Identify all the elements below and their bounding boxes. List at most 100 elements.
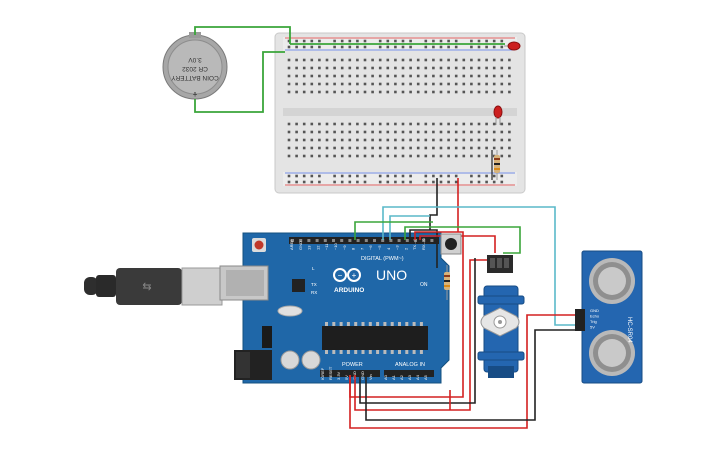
bb-hole[interactable]: [454, 146, 458, 150]
bb-hole[interactable]: [454, 122, 458, 126]
header-hole[interactable]: [373, 239, 376, 242]
bb-hole[interactable]: [371, 58, 374, 62]
bb-hole[interactable]: [295, 154, 298, 158]
header-hole[interactable]: [299, 239, 303, 242]
bb-hole[interactable]: [333, 66, 336, 70]
bb-hole[interactable]: [348, 138, 352, 142]
bb-rail-hole[interactable]: [477, 174, 481, 178]
bb-hole[interactable]: [485, 154, 488, 158]
bb-hole[interactable]: [454, 138, 458, 142]
bb-hole[interactable]: [356, 154, 359, 158]
bb-hole[interactable]: [363, 154, 367, 158]
bb-hole[interactable]: [447, 122, 450, 126]
bb-rail-hole[interactable]: [356, 39, 359, 43]
bb-rail-hole[interactable]: [432, 45, 435, 49]
bb-hole[interactable]: [325, 66, 329, 70]
bb-hole[interactable]: [318, 130, 321, 134]
bb-hole[interactable]: [462, 154, 466, 158]
bb-rail-hole[interactable]: [340, 174, 344, 178]
bb-hole[interactable]: [340, 74, 344, 78]
bb-hole[interactable]: [432, 58, 435, 62]
bb-hole[interactable]: [470, 138, 473, 142]
bb-hole[interactable]: [371, 90, 374, 94]
bb-hole[interactable]: [470, 82, 473, 86]
bb-rail-hole[interactable]: [447, 39, 450, 43]
bb-hole[interactable]: [432, 154, 435, 158]
bb-hole[interactable]: [416, 66, 420, 70]
bb-hole[interactable]: [378, 58, 382, 62]
bb-rail-hole[interactable]: [470, 39, 473, 43]
bb-rail-hole[interactable]: [302, 180, 306, 184]
bb-hole[interactable]: [325, 138, 329, 142]
bb-hole[interactable]: [378, 146, 382, 150]
bb-hole[interactable]: [287, 82, 291, 86]
bb-rail-hole[interactable]: [409, 45, 412, 49]
bb-hole[interactable]: [409, 154, 412, 158]
header-hole[interactable]: [381, 239, 385, 242]
bb-hole[interactable]: [295, 90, 298, 94]
header-hole[interactable]: [356, 239, 360, 242]
bb-hole[interactable]: [424, 154, 428, 158]
bb-hole[interactable]: [356, 58, 359, 62]
bb-hole[interactable]: [302, 138, 306, 142]
bb-rail-hole[interactable]: [424, 39, 428, 43]
bb-rail-hole[interactable]: [333, 180, 336, 184]
bb-hole[interactable]: [485, 58, 488, 62]
bb-hole[interactable]: [424, 58, 428, 62]
bb-hole[interactable]: [378, 66, 382, 70]
bb-rail-hole[interactable]: [432, 174, 435, 178]
bb-hole[interactable]: [356, 82, 359, 86]
bb-hole[interactable]: [378, 130, 382, 134]
bb-hole[interactable]: [500, 122, 504, 126]
bb-rail-hole[interactable]: [363, 45, 367, 49]
bb-hole[interactable]: [302, 122, 306, 126]
bb-hole[interactable]: [508, 154, 511, 158]
wire-green-1[interactable]: [354, 221, 433, 240]
bb-hole[interactable]: [363, 82, 367, 86]
bb-hole[interactable]: [356, 122, 359, 126]
bb-hole[interactable]: [416, 58, 420, 62]
bb-hole[interactable]: [394, 138, 397, 142]
bb-hole[interactable]: [470, 90, 473, 94]
resistor-button[interactable]: [444, 265, 450, 300]
bb-hole[interactable]: [287, 66, 291, 70]
bb-hole[interactable]: [424, 90, 428, 94]
header-hole[interactable]: [340, 239, 344, 242]
bb-rail-hole[interactable]: [409, 39, 412, 43]
bb-hole[interactable]: [394, 146, 397, 150]
breadboard[interactable]: [274, 32, 526, 194]
bb-hole[interactable]: [416, 130, 420, 134]
bb-hole[interactable]: [416, 90, 420, 94]
bb-hole[interactable]: [477, 122, 481, 126]
bb-rail-hole[interactable]: [378, 39, 382, 43]
header-hole[interactable]: [291, 239, 294, 242]
bb-hole[interactable]: [401, 82, 405, 86]
bb-hole[interactable]: [500, 90, 504, 94]
bb-hole[interactable]: [439, 122, 443, 126]
bb-hole[interactable]: [302, 90, 306, 94]
bb-hole[interactable]: [492, 82, 496, 86]
bb-hole[interactable]: [470, 154, 473, 158]
bb-rail-hole[interactable]: [378, 180, 382, 184]
bb-hole[interactable]: [394, 82, 397, 86]
bb-hole[interactable]: [386, 58, 390, 62]
bb-hole[interactable]: [394, 154, 397, 158]
bb-hole[interactable]: [401, 74, 405, 78]
wire-battery-bottom[interactable]: [194, 51, 285, 113]
bb-rail-hole[interactable]: [432, 39, 435, 43]
bb-hole[interactable]: [454, 90, 458, 94]
bb-hole[interactable]: [416, 122, 420, 126]
bb-rail-hole[interactable]: [439, 45, 443, 49]
bb-rail-hole[interactable]: [454, 39, 458, 43]
bb-hole[interactable]: [477, 154, 481, 158]
bb-hole[interactable]: [371, 82, 374, 86]
bb-hole[interactable]: [439, 82, 443, 86]
bb-rail-hole[interactable]: [477, 180, 481, 184]
bb-hole[interactable]: [333, 122, 336, 126]
bb-rail-hole[interactable]: [356, 45, 359, 49]
bb-rail-hole[interactable]: [287, 180, 291, 184]
arduino-uno[interactable]: ⇆ − + UNO A: [84, 232, 450, 384]
bb-rail-hole[interactable]: [470, 45, 473, 49]
bb-hole[interactable]: [462, 138, 466, 142]
bb-hole[interactable]: [325, 146, 329, 150]
